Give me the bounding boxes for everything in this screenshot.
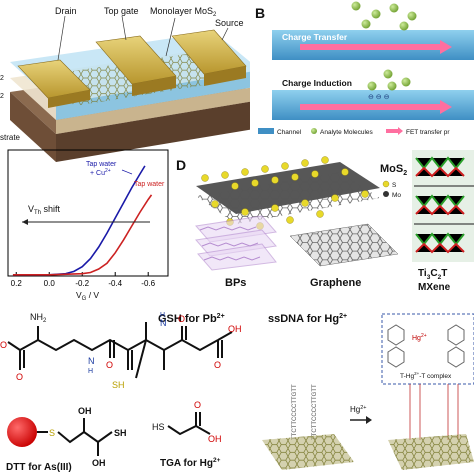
gsh-o-bottom-2: O: [106, 360, 113, 370]
legend-mo: Mo: [392, 192, 401, 199]
tga-oh: OH: [208, 434, 222, 444]
hg-in-complex: Hg2+: [412, 333, 427, 342]
x-tick-label: -0.2: [75, 279, 89, 288]
gsh-n-2: NH: [160, 312, 167, 328]
gsh-o-top: O: [178, 314, 185, 324]
gsh-sh: SH: [112, 380, 125, 390]
label-graphene: Graphene: [310, 277, 361, 289]
label-bps: BPs: [225, 277, 246, 289]
x-axis-label: VG / V: [76, 290, 99, 302]
complex-box: [381, 313, 474, 385]
charge-induction-title: Charge Induction: [282, 78, 352, 88]
label-mos2: MoS2: [380, 163, 407, 177]
tga-o: O: [194, 400, 201, 410]
legend-blue-line2: + Cu2+: [90, 168, 111, 177]
label-top-gate: Top gate: [104, 6, 139, 16]
svg-text:Monolayer MoS2: Monolayer MoS2: [150, 6, 217, 18]
gsh-o-right: O: [214, 360, 221, 370]
legend-fet: FET transfer pr: [406, 129, 450, 136]
strand-1: TTCTTCCCCTTGTT: [292, 384, 298, 440]
fet-arrow-top: [300, 40, 452, 54]
arrow-hg-label: Hg2+: [350, 405, 367, 414]
label-left-layer-2: 2: [0, 93, 4, 100]
tga-title: TGA for Hg2+: [160, 457, 221, 469]
series-line-tap-water-cu: [12, 165, 146, 276]
gsh-oh-right: OH: [228, 324, 242, 334]
label-drain: Drain: [55, 6, 77, 16]
dtt-title: DTT for As(III): [6, 462, 72, 473]
gold-nanoparticle: [7, 417, 37, 447]
graphene-sheet: [289, 223, 399, 267]
panel-a-device: [10, 29, 260, 162]
gsh-o-bottom-1: O: [16, 372, 23, 382]
label-substrate: strate: [0, 133, 21, 142]
legend-mo-swatch: [383, 191, 389, 197]
complex-label: T-Hg2+-T complex: [400, 371, 452, 380]
label-ti3c2: Ti3C2T: [418, 268, 447, 281]
label-monolayer-mos2: Monolayer MoS: [150, 6, 213, 16]
x-tick-label: 0.0: [44, 279, 56, 288]
mos2-structure: [196, 156, 380, 230]
panel-b: B Charge Transfer Charge Induction ⊖ ⊖ ⊖…: [250, 0, 474, 140]
legend-fet-swatch: [386, 127, 403, 135]
legend-molecules: Analyte Molecules: [320, 129, 373, 136]
panel-f-dna: ssDNA for Hg2+ TTCTTCCCCTTGTT TTCTTCCCCT…: [262, 313, 474, 470]
fet-arrow-bottom: [300, 100, 452, 114]
vth-shift-label: VTh shift: [28, 204, 61, 216]
plot-frame: [7, 149, 169, 277]
x-tick-label: -0.6: [141, 279, 155, 288]
legend-blue-line1: Tap water: [86, 161, 117, 168]
label-left-layer-1: 2: [0, 75, 4, 82]
panel-c-chart: 0.2 0.0 -0.2 -0.4 -0.6 Tap water + Cu2+ Tap …: [7, 149, 169, 302]
panel-letter-b: B: [255, 5, 265, 21]
gsh-o-left: O: [0, 340, 7, 350]
strand-2: TTCTTCCCCTTGTT: [312, 384, 318, 440]
panel-a-labels: Drain Top gate Monolayer MoS2 Source 2 2…: [0, 6, 244, 142]
gsh-structure: [7, 322, 233, 379]
bp-structure: [195, 215, 277, 271]
legend-s-swatch: [382, 180, 390, 188]
x-tick-label: -0.4: [108, 279, 122, 288]
series-line-tap-water: [12, 194, 153, 276]
label-mxene: MXene: [418, 282, 451, 293]
legend-channel-swatch: [258, 128, 274, 134]
x-tick-label: 0.2: [11, 279, 23, 288]
dtt-s: S: [49, 428, 55, 438]
label-source: Source: [215, 18, 244, 28]
panel-letter-d: D: [176, 157, 186, 173]
legend-red: Tap water: [134, 181, 165, 188]
dtt-oh-1: OH: [78, 406, 92, 416]
charge-transfer-title: Charge Transfer: [282, 32, 348, 42]
gsh-nh2: NH2: [30, 312, 47, 324]
svg-text:⊖ ⊖ ⊖: ⊖ ⊖ ⊖: [368, 94, 390, 101]
mxene-structure: [412, 150, 474, 262]
dtt-sh: SH: [114, 428, 127, 438]
ssdna-title: ssDNA for Hg2+: [268, 313, 347, 325]
panel-d: D MoS2 S Mo: [176, 150, 474, 293]
gsh-title: GSH for Pb2+: [158, 313, 225, 325]
legend-molecule-swatch: [311, 128, 317, 134]
tga-hs: HS: [152, 422, 165, 432]
legend-channel: Channel: [277, 129, 302, 136]
legend-s: S: [392, 182, 397, 189]
dtt-oh-2: OH: [92, 458, 106, 468]
